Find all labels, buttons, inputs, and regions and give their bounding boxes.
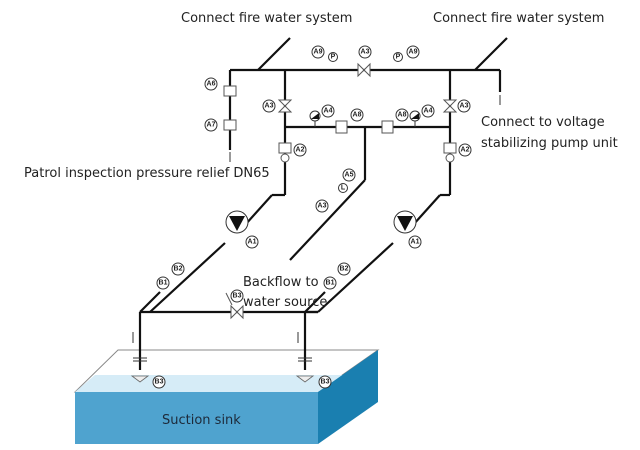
tag-B3: B3 xyxy=(318,375,332,389)
tag-A2: A2 xyxy=(293,143,307,157)
tank-side xyxy=(318,350,378,444)
pressure-gauge-A4 xyxy=(309,110,321,127)
tag-A8: A8 xyxy=(350,108,364,122)
svg-text:A1: A1 xyxy=(411,239,420,246)
svg-text:A9: A9 xyxy=(409,49,418,56)
svg-text:A7: A7 xyxy=(207,122,216,129)
tag-A4: A4 xyxy=(321,104,335,118)
svg-text:A3: A3 xyxy=(460,103,469,110)
tag-A3: A3 xyxy=(457,99,471,113)
tag-B1: B1 xyxy=(323,276,337,290)
svg-text:B3: B3 xyxy=(321,379,330,386)
left-discharge-branch xyxy=(244,194,273,226)
svg-text:A3: A3 xyxy=(361,49,370,56)
label-backflow-2: water source xyxy=(243,295,327,310)
tag-B3: B3 xyxy=(230,289,244,303)
tag-L: L xyxy=(338,183,348,193)
left-suction-branch xyxy=(149,242,226,313)
valve-A6 xyxy=(223,85,237,97)
svg-text:A8: A8 xyxy=(353,112,362,119)
tag-P: P xyxy=(328,52,338,62)
check-valve-A2 xyxy=(278,142,292,154)
backflow-line xyxy=(289,179,366,261)
svg-text:A6: A6 xyxy=(207,81,216,88)
tag-A1: A1 xyxy=(408,235,422,249)
tag-A9: A9 xyxy=(406,45,420,59)
label-pump-unit-1: Connect to voltage xyxy=(481,115,605,130)
tag-A7: A7 xyxy=(204,118,218,132)
fire-connection-right xyxy=(474,37,508,71)
check-valve-A8 xyxy=(335,120,348,134)
gate-valve-A3 xyxy=(357,62,371,78)
svg-text:P: P xyxy=(331,54,336,61)
svg-text:B1: B1 xyxy=(159,280,168,287)
tag-A3: A3 xyxy=(358,45,372,59)
gate-valve-B3 xyxy=(230,304,244,320)
tag-A1: A1 xyxy=(245,235,259,249)
label-backflow-1: Backflow to xyxy=(243,275,319,290)
foot-valve-right xyxy=(295,375,315,383)
sink-label: Suction sink xyxy=(162,413,241,428)
check-valve-A8 xyxy=(381,120,394,134)
svg-text:A2: A2 xyxy=(461,147,470,154)
tag-P: P xyxy=(393,52,403,62)
tag-B3: B3 xyxy=(152,375,166,389)
foot-valve-left xyxy=(130,375,150,383)
valve-A7 xyxy=(223,119,237,131)
gate-valve-A3 xyxy=(277,99,293,113)
fire-connection-left xyxy=(257,37,291,71)
tag-A6: A6 xyxy=(204,77,218,91)
svg-text:P: P xyxy=(396,54,401,61)
svg-text:A4: A4 xyxy=(324,108,333,115)
tag-A4: A4 xyxy=(421,104,435,118)
label-fire-right: Connect fire water system xyxy=(433,11,604,26)
tag-A3: A3 xyxy=(262,99,276,113)
tag-A5: A5 xyxy=(342,168,356,182)
svg-text:A3: A3 xyxy=(318,203,327,210)
right-discharge-branch xyxy=(412,194,441,226)
svg-text:B3: B3 xyxy=(155,379,164,386)
suction-sink: Suction sink xyxy=(73,349,380,444)
svg-text:B3: B3 xyxy=(233,293,242,300)
svg-text:B1: B1 xyxy=(326,280,335,287)
tag-B1: B1 xyxy=(156,276,170,290)
tag-A9: A9 xyxy=(311,45,325,59)
tag-A8: A8 xyxy=(395,108,409,122)
tank-front xyxy=(75,392,318,444)
svg-text:L: L xyxy=(341,185,346,192)
svg-text:A1: A1 xyxy=(248,239,257,246)
svg-text:A2: A2 xyxy=(296,147,305,154)
suction-pipes xyxy=(130,312,315,383)
svg-text:A8: A8 xyxy=(398,112,407,119)
pump-left xyxy=(225,210,249,234)
svg-text:A5: A5 xyxy=(345,172,354,179)
check-valve-A2 xyxy=(443,142,457,154)
label-pump-unit-2: stabilizing pump unit xyxy=(481,136,618,151)
right-suction-branch xyxy=(317,242,394,313)
svg-text:B2: B2 xyxy=(340,266,349,273)
tags: A9 P A3 P A9 A6 A7 A3 A4 A8 A8 A4 A3 A2 … xyxy=(152,45,472,389)
B3-valve xyxy=(225,292,233,306)
svg-text:A3: A3 xyxy=(265,103,274,110)
tag-B2: B2 xyxy=(171,262,185,276)
label-fire-left: Connect fire water system xyxy=(181,11,352,26)
gate-valve-A3 xyxy=(442,99,458,113)
svg-text:B2: B2 xyxy=(174,266,183,273)
tag-A3: A3 xyxy=(315,199,329,213)
valves xyxy=(223,62,458,320)
label-patrol: Patrol inspection pressure relief DN65 xyxy=(24,166,270,181)
pressure-gauge-A4 xyxy=(409,110,421,127)
svg-text:A4: A4 xyxy=(424,108,433,115)
tag-B2: B2 xyxy=(337,262,351,276)
pump-right xyxy=(393,210,417,234)
tag-A2: A2 xyxy=(458,143,472,157)
svg-text:A9: A9 xyxy=(314,49,323,56)
